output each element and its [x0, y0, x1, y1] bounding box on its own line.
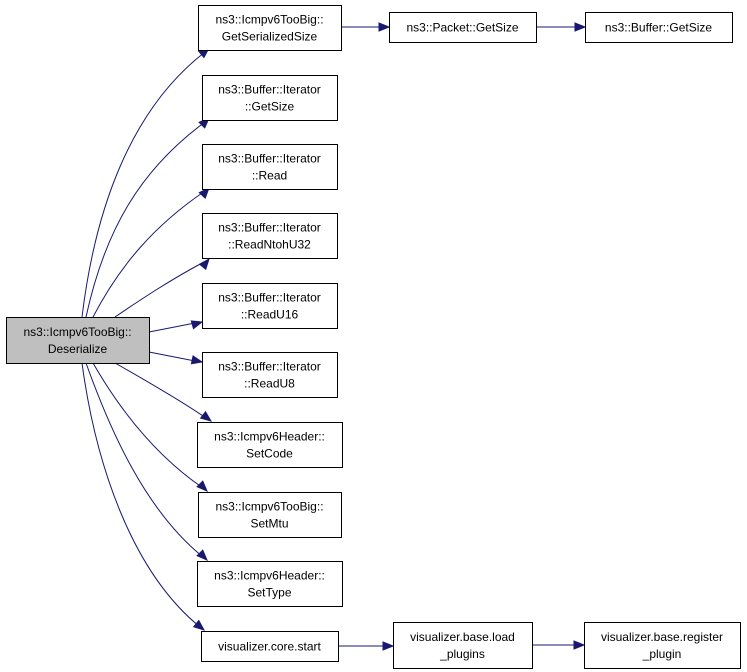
node-box	[202, 144, 338, 190]
edge-root-to-iterator-readu16	[148, 320, 204, 333]
arrowhead-icon	[199, 410, 213, 422]
edge-line	[114, 261, 205, 318]
node-box	[6, 317, 150, 364]
arrowhead-icon	[573, 640, 586, 650]
node-label: ns3::Icmpv6TooBig::	[23, 325, 131, 339]
node-label: SetCode	[246, 447, 293, 461]
edge-line	[81, 51, 206, 318]
node-label: ns3::Icmpv6TooBig::	[215, 500, 323, 514]
node-box	[197, 561, 343, 607]
node-label: ns3::Buffer::Iterator	[218, 152, 321, 166]
node-label: ::GetSize	[245, 100, 295, 114]
node-iterator-read[interactable]: ns3::Buffer::Iterator::Read	[202, 144, 338, 190]
node-box	[202, 352, 338, 398]
arrowhead-icon	[198, 187, 210, 199]
node-packet-getsize[interactable]: ns3::Packet::GetSize	[389, 12, 537, 43]
node-label: ns3::Buffer::Iterator	[218, 221, 321, 235]
node-box	[585, 12, 733, 43]
arrowhead-icon	[190, 320, 204, 330]
node-box	[198, 5, 342, 51]
node-box	[389, 12, 537, 43]
node-root: ns3::Icmpv6TooBig::Deserialize	[6, 317, 150, 364]
edge-line	[85, 362, 204, 558]
edge-root-to-toobig-setmtu	[92, 362, 208, 492]
edge-line	[85, 121, 206, 318]
edge-root-to-iterator-readntohu32	[114, 257, 210, 318]
node-buffer-getsize[interactable]: ns3::Buffer::GetSize	[585, 12, 733, 43]
node-iterator-readu8[interactable]: ns3::Buffer::Iterator::ReadU8	[202, 352, 338, 398]
node-box	[202, 213, 338, 259]
node-label: _plugin	[642, 647, 682, 661]
node-label: visualizer.base.register	[601, 630, 723, 644]
node-label: ns3::Buffer::GetSize	[605, 21, 712, 35]
arrowhead-icon	[196, 480, 208, 492]
edge-line	[92, 362, 204, 489]
arrowhead-icon	[198, 257, 210, 271]
node-box	[393, 622, 533, 669]
node-label: ns3::Icmpv6Header::	[214, 430, 325, 444]
node-label: ns3::Packet::GetSize	[406, 21, 518, 35]
arrowhead-icon	[574, 22, 587, 32]
node-label: ns3::Icmpv6Header::	[214, 569, 325, 583]
arrowhead-icon	[190, 355, 204, 365]
node-label: GetSerializedSize	[222, 30, 318, 44]
node-label: ::ReadNtohU32	[228, 238, 311, 252]
node-toobig-setmtu[interactable]: ns3::Icmpv6TooBig::SetMtu	[198, 492, 342, 538]
node-label: _plugins	[439, 647, 485, 661]
edge-line	[148, 322, 196, 333]
node-label: SetMtu	[250, 517, 288, 531]
node-label: ::Read	[252, 169, 287, 183]
node-box	[202, 75, 338, 121]
edge-root-to-iterator-getsize	[85, 117, 210, 318]
node-register-plugin[interactable]: visualizer.base.register _plugin	[584, 622, 741, 669]
node-label: Deserialize	[48, 342, 108, 356]
node-box	[197, 422, 343, 468]
edge-line	[81, 362, 201, 628]
node-box	[201, 631, 339, 662]
edge-root-to-header-settype	[85, 362, 208, 561]
node-label: visualizer.base.load	[410, 630, 515, 644]
arrowhead-icon	[196, 549, 208, 561]
edge-line	[92, 190, 206, 318]
edge-core-start-to-load-plugins	[338, 641, 395, 651]
node-label: visualizer.core.start	[218, 640, 321, 654]
edge-root-to-iterator-readu8	[148, 351, 204, 365]
node-label: ns3::Buffer::Iterator	[218, 291, 321, 305]
node-label: ns3::Buffer::Iterator	[218, 360, 321, 374]
node-label: ::ReadU16	[241, 308, 299, 322]
node-box	[584, 622, 741, 669]
edge-root-to-core-start	[81, 362, 206, 631]
edge-packet-getsize-to-buffer-getsize	[536, 22, 587, 32]
node-label: ns3::Icmpv6TooBig::	[215, 13, 323, 27]
arrowhead-icon	[378, 22, 391, 32]
node-box	[202, 283, 338, 329]
edge-load-plugins-to-register-plugin	[532, 640, 586, 650]
node-label: SetType	[247, 586, 291, 600]
node-iterator-readu16[interactable]: ns3::Buffer::Iterator::ReadU16	[202, 283, 338, 329]
node-header-setcode[interactable]: ns3::Icmpv6Header::SetCode	[197, 422, 343, 468]
edge-root-to-header-setcode	[114, 362, 213, 422]
node-load-plugins[interactable]: visualizer.base.load _plugins	[393, 622, 533, 669]
node-getserializedsize[interactable]: ns3::Icmpv6TooBig::GetSerializedSize	[198, 5, 342, 51]
node-core-start[interactable]: visualizer.core.start	[201, 631, 339, 662]
arrowhead-icon	[382, 641, 395, 651]
node-header-settype[interactable]: ns3::Icmpv6Header::SetType	[197, 561, 343, 607]
edge-line	[148, 351, 196, 362]
node-label: ns3::Buffer::Iterator	[218, 83, 321, 97]
node-iterator-getsize[interactable]: ns3::Buffer::Iterator::GetSize	[202, 75, 338, 121]
edge-root-to-iterator-read	[92, 187, 210, 318]
arrowhead-icon	[192, 619, 206, 631]
edge-line	[114, 362, 207, 419]
edge-root-to-getserializedsize	[81, 47, 211, 318]
node-label: ::ReadU8	[244, 377, 295, 391]
edge-getserializedsize-to-packet-getsize	[341, 22, 391, 32]
node-box	[198, 492, 342, 538]
node-iterator-readntohu32[interactable]: ns3::Buffer::Iterator::ReadNtohU32	[202, 213, 338, 259]
